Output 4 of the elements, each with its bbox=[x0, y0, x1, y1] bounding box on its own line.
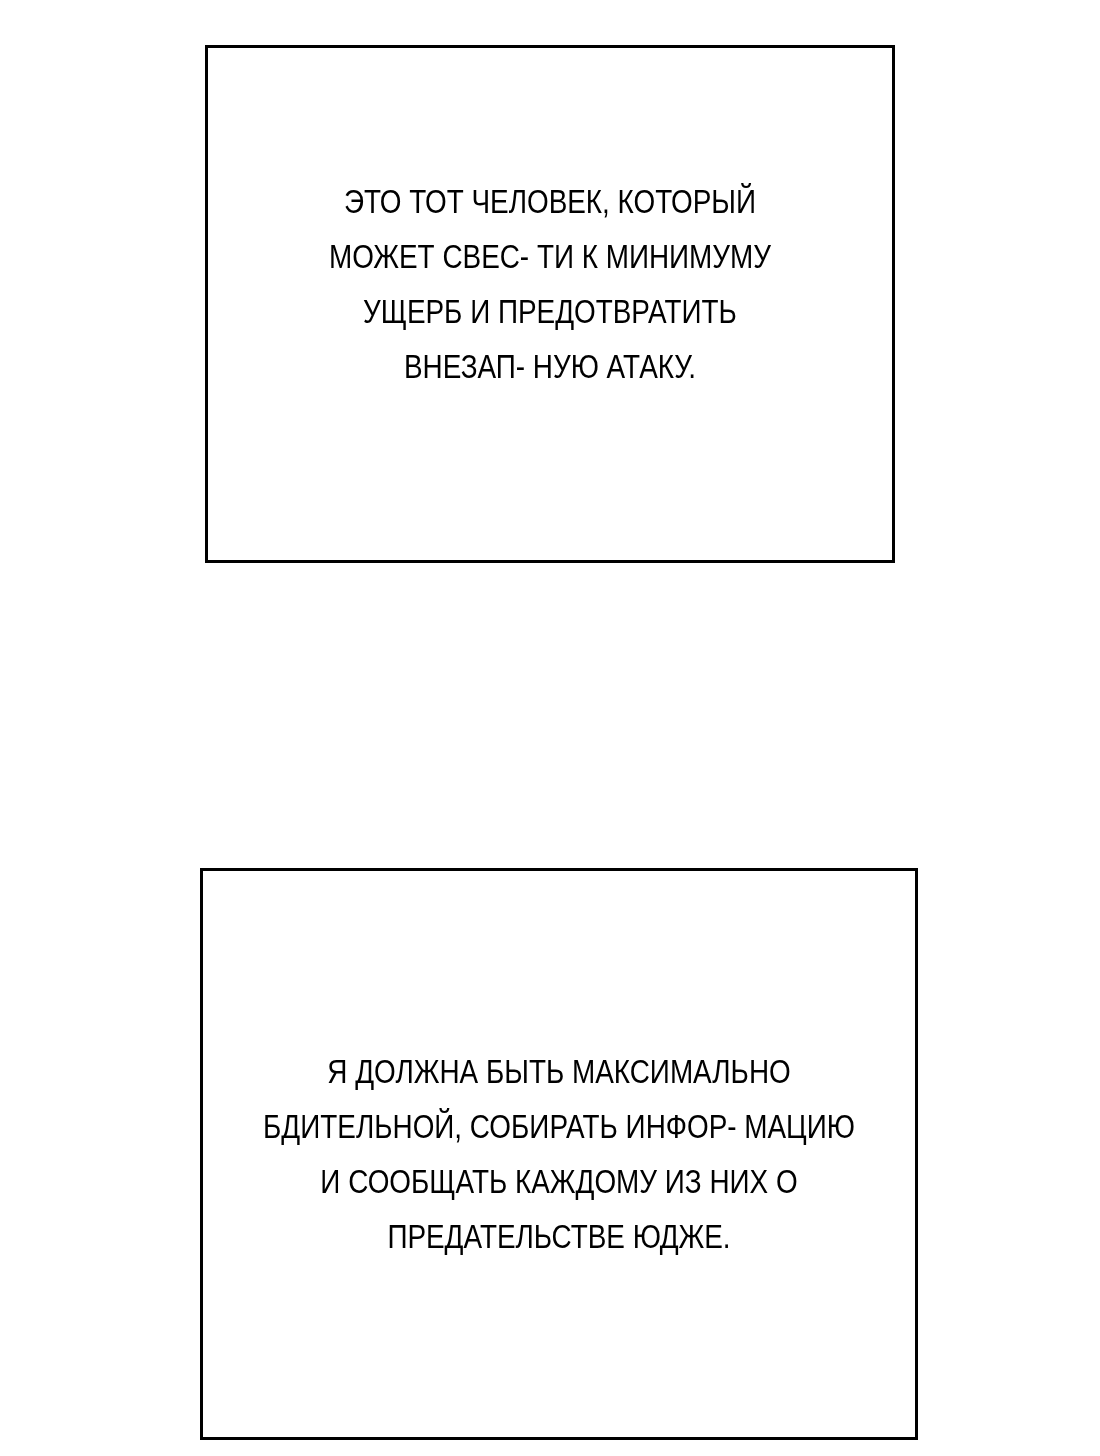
narration-text: Я ДОЛЖНА БЫТЬ МАКСИМАЛЬНО БДИТЕЛЬНОЙ, СОБИРАТЬ ИНФОР- МАЦИЮ И СООБЩАТЬ КАЖДОМУ ИЗ НИХ О ПРЕДАТЕЛЬСТВЕ ЮДЖЕ. bbox=[262, 1051, 856, 1257]
narration-text: ЭТО ТОТ ЧЕЛОВЕК, КОТОРЫЙ МОЖЕТ СВЕС- ТИ К МИНИМУМУ УЩЕРБ И ПРЕДОТВРАТИТЬ ВНЕЗАП- НУЮ АТАКУ. bbox=[328, 181, 772, 387]
caption-box bbox=[205, 45, 895, 563]
caption-box bbox=[200, 868, 918, 1440]
